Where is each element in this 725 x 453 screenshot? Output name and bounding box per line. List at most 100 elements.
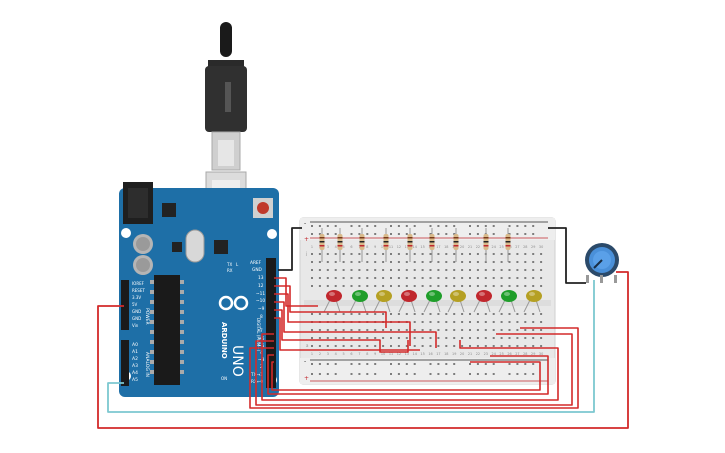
breadboard-hole[interactable]: [318, 253, 321, 255]
breadboard-hole[interactable]: [516, 321, 519, 323]
breadboard-hole[interactable]: [461, 337, 464, 339]
breadboard-hole[interactable]: [311, 313, 313, 315]
breadboard-hole[interactable]: [524, 345, 527, 347]
rail-hole[interactable]: [469, 363, 471, 365]
rail-hole[interactable]: [476, 373, 479, 375]
rail-hole[interactable]: [358, 373, 361, 375]
rail-hole[interactable]: [326, 363, 329, 365]
breadboard-hole[interactable]: [461, 313, 464, 315]
breadboard-hole[interactable]: [469, 261, 471, 263]
rail-hole[interactable]: [318, 363, 321, 365]
breadboard-hole[interactable]: [453, 285, 456, 287]
breadboard-hole[interactable]: [445, 285, 448, 287]
breadboard-hole[interactable]: [366, 269, 369, 271]
breadboard-hole[interactable]: [445, 277, 448, 279]
rail-hole[interactable]: [437, 233, 440, 235]
breadboard-hole[interactable]: [390, 345, 392, 347]
breadboard-hole[interactable]: [366, 313, 369, 315]
breadboard-hole[interactable]: [397, 329, 400, 331]
breadboard-hole[interactable]: [437, 269, 440, 271]
rail-hole[interactable]: [429, 225, 432, 227]
wire-pin8[interactable]: [274, 317, 420, 351]
breadboard-hole[interactable]: [429, 269, 432, 271]
breadboard-hole[interactable]: [461, 285, 464, 287]
breadboard-hole[interactable]: [350, 261, 353, 263]
breadboard-hole[interactable]: [524, 285, 527, 287]
led[interactable]: [349, 290, 368, 313]
rail-hole[interactable]: [484, 363, 487, 365]
breadboard-hole[interactable]: [492, 337, 495, 339]
rail-hole[interactable]: [366, 373, 369, 375]
breadboard-hole[interactable]: [469, 313, 471, 315]
breadboard-hole[interactable]: [342, 345, 345, 347]
led[interactable]: [398, 290, 417, 313]
resistor[interactable]: [359, 228, 365, 262]
breadboard-hole[interactable]: [334, 285, 337, 287]
breadboard-hole[interactable]: [397, 277, 400, 279]
breadboard-hole[interactable]: [382, 277, 385, 279]
breadboard-hole[interactable]: [374, 269, 377, 271]
rail-hole[interactable]: [508, 233, 511, 235]
breadboard-hole[interactable]: [405, 261, 408, 263]
breadboard-hole[interactable]: [437, 253, 440, 255]
rail-hole[interactable]: [516, 363, 519, 365]
wire-led-b[interactable]: [271, 361, 541, 391]
breadboard-hole[interactable]: [374, 261, 377, 263]
resistor[interactable]: [505, 228, 511, 262]
rail-hole[interactable]: [413, 363, 416, 365]
breadboard-hole[interactable]: [318, 277, 321, 279]
breadboard-hole[interactable]: [445, 253, 448, 255]
rail-hole[interactable]: [492, 233, 495, 235]
breadboard-hole[interactable]: [532, 321, 535, 323]
rail-hole[interactable]: [484, 373, 487, 375]
breadboard-hole[interactable]: [453, 313, 456, 315]
breadboard-hole[interactable]: [524, 269, 527, 271]
breadboard-hole[interactable]: [421, 261, 424, 263]
breadboard-hole[interactable]: [390, 269, 392, 271]
rail-hole[interactable]: [445, 225, 448, 227]
breadboard-hole[interactable]: [366, 253, 369, 255]
breadboard-hole[interactable]: [382, 313, 385, 315]
breadboard-hole[interactable]: [524, 261, 527, 263]
rail-hole[interactable]: [469, 225, 471, 227]
breadboard-hole[interactable]: [445, 261, 448, 263]
breadboard-hole[interactable]: [453, 253, 456, 255]
wire-led-a[interactable]: [267, 354, 549, 395]
wire-pin13[interactable]: [274, 277, 318, 307]
resistor[interactable]: [383, 228, 389, 262]
breadboard-hole[interactable]: [445, 269, 448, 271]
rail-hole[interactable]: [492, 363, 495, 365]
breadboard-hole[interactable]: [342, 253, 345, 255]
led[interactable]: [447, 290, 466, 313]
breadboard-hole[interactable]: [476, 313, 479, 315]
breadboard-hole[interactable]: [532, 285, 535, 287]
breadboard-hole[interactable]: [326, 269, 329, 271]
rail-hole[interactable]: [476, 225, 479, 227]
breadboard-hole[interactable]: [492, 345, 495, 347]
rail-hole[interactable]: [374, 233, 377, 235]
breadboard-hole[interactable]: [350, 345, 353, 347]
rail-hole[interactable]: [524, 363, 527, 365]
breadboard-hole[interactable]: [524, 313, 527, 315]
breadboard-hole[interactable]: [461, 277, 464, 279]
breadboard-hole[interactable]: [492, 321, 495, 323]
breadboard-hole[interactable]: [421, 269, 424, 271]
breadboard-hole[interactable]: [390, 337, 392, 339]
breadboard-hole[interactable]: [508, 329, 511, 331]
led[interactable]: [473, 290, 492, 313]
arduino-uno-board[interactable]: ARDUINO UNO POWER ANALOG IN DIGITAL (PWM…: [119, 182, 279, 397]
breadboard-hole[interactable]: [453, 345, 456, 347]
breadboard-hole[interactable]: [500, 277, 503, 279]
rail-hole[interactable]: [405, 233, 408, 235]
breadboard-hole[interactable]: [524, 337, 527, 339]
breadboard-hole[interactable]: [469, 321, 471, 323]
rail-hole[interactable]: [397, 373, 400, 375]
breadboard-hole[interactable]: [421, 329, 424, 331]
breadboard-hole[interactable]: [492, 253, 495, 255]
breadboard-hole[interactable]: [540, 321, 543, 323]
breadboard-hole[interactable]: [508, 337, 511, 339]
rail-hole[interactable]: [469, 233, 471, 235]
breadboard-hole[interactable]: [540, 345, 543, 347]
breadboard-hole[interactable]: [390, 285, 392, 287]
breadboard-hole[interactable]: [532, 261, 535, 263]
